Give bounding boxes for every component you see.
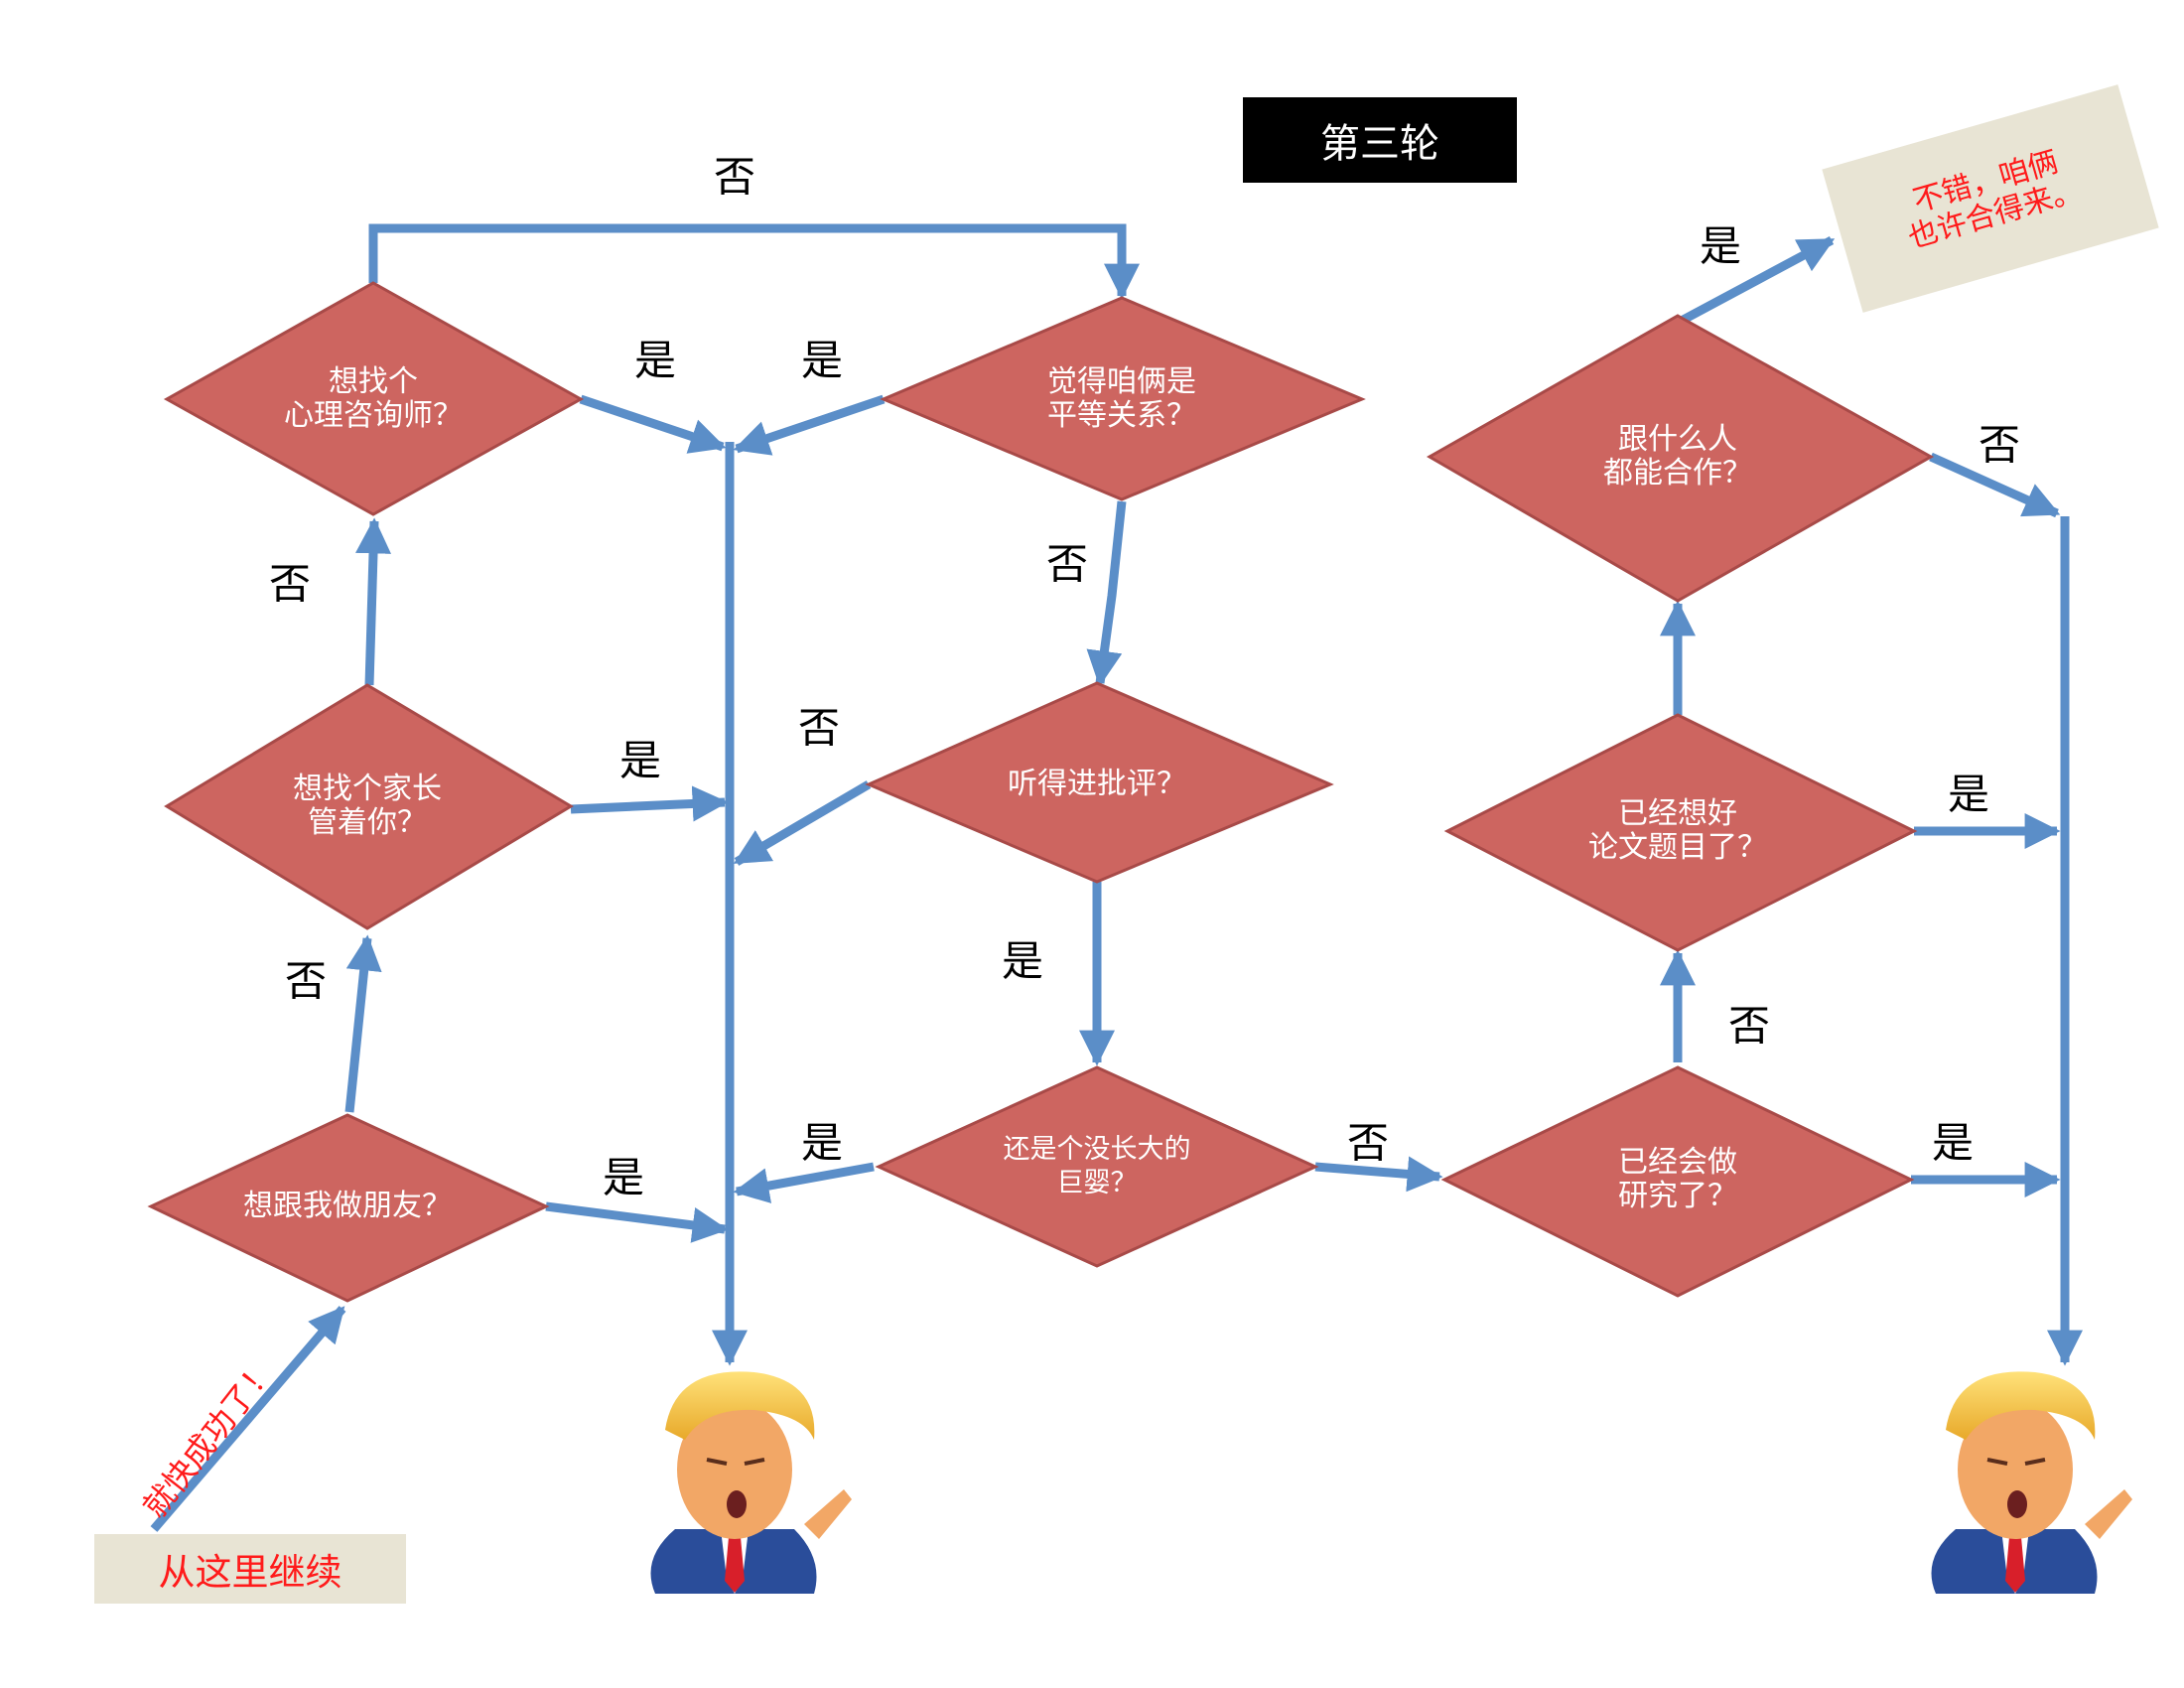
decision-parent <box>164 683 574 930</box>
decision-therapist <box>163 281 585 516</box>
label-criticism-no: 否 <box>797 703 841 753</box>
start-to-friend-arrow <box>150 1306 346 1532</box>
friend-question: 想跟我做朋友？ <box>243 1190 452 1223</box>
topic-line2: 论文题目了？ <box>1588 830 1767 865</box>
therapist-to-equal-arrow <box>368 223 1140 300</box>
baby-question: 还是个没长大的 巨婴？ <box>1004 1133 1191 1200</box>
label-equal-no: 否 <box>1045 539 1089 589</box>
parent-to-therapist-arrow <box>355 517 392 686</box>
research-question: 已经会做 研究了？ <box>1618 1146 1737 1213</box>
parent-line2: 管着你？ <box>308 805 427 840</box>
criticism-no-arrow <box>733 780 872 866</box>
decision-criticism <box>865 681 1334 884</box>
friend-yes-arrow <box>545 1201 729 1243</box>
anyone-question: 跟什么人 都能合作？ <box>1603 423 1752 491</box>
anyone-yes-arrow <box>1675 236 1836 327</box>
cartoon-man-icon <box>1931 1371 2132 1594</box>
therapist-line1: 想找个 <box>329 364 418 399</box>
anyone-no-arrow <box>1929 452 2061 518</box>
label-therapist-yes: 是 <box>633 336 677 385</box>
equal-question: 觉得咱俩是 平等关系？ <box>1047 365 1196 433</box>
label-criticism-yes: 是 <box>1001 936 1044 986</box>
parent-question: 想找个家长 管着你？ <box>293 773 442 840</box>
baby-line1: 还是个没长大的 <box>1003 1134 1191 1165</box>
decision-friend <box>147 1113 550 1303</box>
friend-to-parent-arrow <box>344 934 382 1113</box>
label-therapist-no: 否 <box>713 152 756 202</box>
decision-equal <box>880 296 1366 501</box>
cartoon-man-icon <box>650 1371 852 1594</box>
research-line1: 已经会做 <box>1618 1145 1737 1180</box>
therapist-yes-arrow <box>579 394 727 454</box>
label-topic-yes: 是 <box>1947 770 1990 819</box>
criticism-line1: 听得进批评？ <box>1008 767 1186 801</box>
label-baby-yes: 是 <box>800 1118 844 1168</box>
label-parent-yes: 是 <box>618 736 662 785</box>
equal-line1: 觉得咱俩是 <box>1047 364 1196 399</box>
label-anyone-no: 否 <box>1978 420 2021 470</box>
round-title: 第三轮 <box>1243 97 1517 183</box>
therapist-line2: 心理咨询师？ <box>284 398 463 433</box>
parent-line1: 想找个家长 <box>293 772 442 806</box>
topic-line1: 已经想好 <box>1618 796 1737 831</box>
parent-yes-arrow <box>570 785 729 822</box>
decision-baby <box>875 1065 1319 1268</box>
decision-anyone <box>1426 314 1935 603</box>
label-parent-no: 否 <box>268 559 312 609</box>
research-line2: 研究了？ <box>1618 1179 1737 1213</box>
friend-line1: 想跟我做朋友？ <box>243 1189 452 1223</box>
label-research-yes: 是 <box>1931 1118 1975 1168</box>
baby-yes-arrow <box>733 1162 875 1203</box>
label-anyone-yes: 是 <box>1699 221 1742 271</box>
decision-topic <box>1443 713 1918 952</box>
label-equal-yes: 是 <box>800 336 844 385</box>
equal-line2: 平等关系？ <box>1047 398 1196 433</box>
start-label: 从这里继续 <box>94 1534 406 1604</box>
label-baby-no: 否 <box>1346 1118 1390 1168</box>
therapist-question: 想找个 心理咨询师？ <box>284 365 463 433</box>
baby-to-research-arrow <box>1314 1156 1443 1193</box>
label-friend-no: 否 <box>284 956 328 1006</box>
equal-yes-arrow <box>733 394 886 456</box>
topic-question: 已经想好 论文题目了？ <box>1588 797 1767 865</box>
anyone-line1: 跟什么人 <box>1618 422 1737 457</box>
decision-research <box>1440 1065 1915 1298</box>
baby-line2: 巨婴？ <box>1056 1168 1138 1198</box>
criticism-question: 听得进批评？ <box>1008 768 1186 801</box>
label-research-no: 否 <box>1727 1001 1771 1051</box>
equal-to-criticism-arrow <box>1086 500 1127 687</box>
label-friend-yes: 是 <box>602 1153 645 1202</box>
anyone-line2: 都能合作？ <box>1603 456 1752 491</box>
